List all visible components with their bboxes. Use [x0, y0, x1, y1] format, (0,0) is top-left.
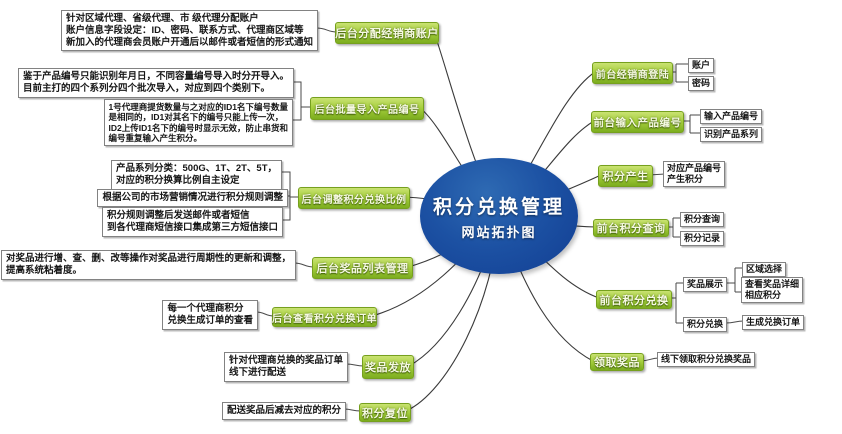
node-points-reset[interactable]: 积分复位	[359, 403, 411, 422]
node-batch-import-codes[interactable]: 后台批量导入产品编号	[310, 97, 424, 120]
bracket-exchange-order	[725, 320, 745, 324]
note-import-id-rule: 1号代理商提货数量与之对应的ID1名下编号数量 是相同的，ID1对其名下的编号只…	[103, 99, 293, 147]
bracket-prize-show	[726, 267, 744, 293]
node-points-exchange[interactable]: 前台积分兑换	[596, 290, 672, 309]
central-topic-title: 积分兑换管理	[432, 196, 565, 218]
note-import-batches: 鉴于产品编号只能识别年月日，不同容量编号导入时分开导入。 目前主打的四个系列分四…	[17, 68, 294, 98]
note-ratio-notify: 积分规则调整后发送邮件或者短信 到各代理商短信接口集成第三方短信接口	[101, 207, 283, 237]
central-topic[interactable]: 积分兑换管理 网站拓扑图	[420, 158, 578, 274]
bracket-orders	[255, 311, 275, 317]
sub-region-select: 区域选择	[742, 262, 787, 277]
node-points-generate[interactable]: 积分产生	[598, 165, 653, 187]
note-reset: 配送奖品后减去对应的积分	[221, 402, 346, 420]
note-dispatch: 针对代理商兑换的奖品订单 线下进行配送	[223, 352, 348, 382]
node-prize-list-manage[interactable]: 后台奖品列表管理	[312, 257, 413, 279]
sub-password: 密码	[688, 76, 715, 91]
node-prize-dispatch[interactable]: 奖品发放	[362, 355, 414, 379]
note-prize-list: 对奖品进行增、查、删、改等操作对奖品进行周期性的更新和调整， 提高系统粘着度。	[0, 250, 296, 280]
node-input-product-code[interactable]: 前台输入产品编号	[591, 111, 684, 133]
bracket-assign	[315, 27, 338, 33]
bracket-import	[291, 81, 312, 121]
node-view-exchange-orders[interactable]: 后台查看积分兑换订单	[272, 307, 377, 327]
bracket-prize-list	[293, 262, 315, 268]
note-points-generate: 对应产品编号 产生积分	[663, 161, 726, 187]
bracket-exchange	[668, 282, 685, 324]
sub-identify-series: 识别产品系列	[700, 127, 763, 142]
sub-points-record: 积分记录	[680, 231, 725, 246]
note-ratio-market: 根据公司的市场营销情况进行积分规则调整	[97, 189, 288, 207]
node-dealer-login[interactable]: 前台经销商登陆	[592, 62, 673, 84]
central-topic-subtitle: 网站拓扑图	[461, 224, 537, 240]
node-adjust-exchange-ratio[interactable]: 后台调整积分兑换比例	[298, 187, 410, 209]
node-assign-dealer-account[interactable]: 后台分配经销商账户	[335, 22, 439, 44]
node-receive-prize[interactable]: 领取奖品	[590, 353, 644, 371]
sub-prize-detail: 查看奖品详细 相应积分	[741, 277, 804, 303]
note-ratio-series: 产品系列分类：500G、1T、2T、5T， 对应的积分换算比例自主设定	[111, 160, 282, 190]
sub-create-order: 生成兑换订单	[742, 315, 805, 330]
bracket-input	[680, 114, 702, 134]
sub-prize-show: 奖品展示	[683, 277, 728, 292]
sub-points-query: 积分查询	[680, 212, 725, 227]
note-receive-offline: 线下领取积分兑换奖品	[657, 352, 756, 367]
note-assign-account: 针对区域代理、省级代理、市 级代理分配账户 账户信息字段设定：ID、密码、联系方…	[60, 10, 318, 52]
bracket-dispatch	[345, 363, 365, 367]
note-view-orders: 每一个代理商积分 兑换生成订单的查看	[162, 300, 258, 330]
sub-account: 账户	[688, 58, 715, 73]
sub-enter-product-code: 输入产品编号	[700, 109, 763, 124]
bracket-query	[665, 217, 682, 238]
sub-points-exchange: 积分兑换	[683, 317, 728, 332]
node-points-query[interactable]: 前台积分查询	[593, 219, 669, 237]
